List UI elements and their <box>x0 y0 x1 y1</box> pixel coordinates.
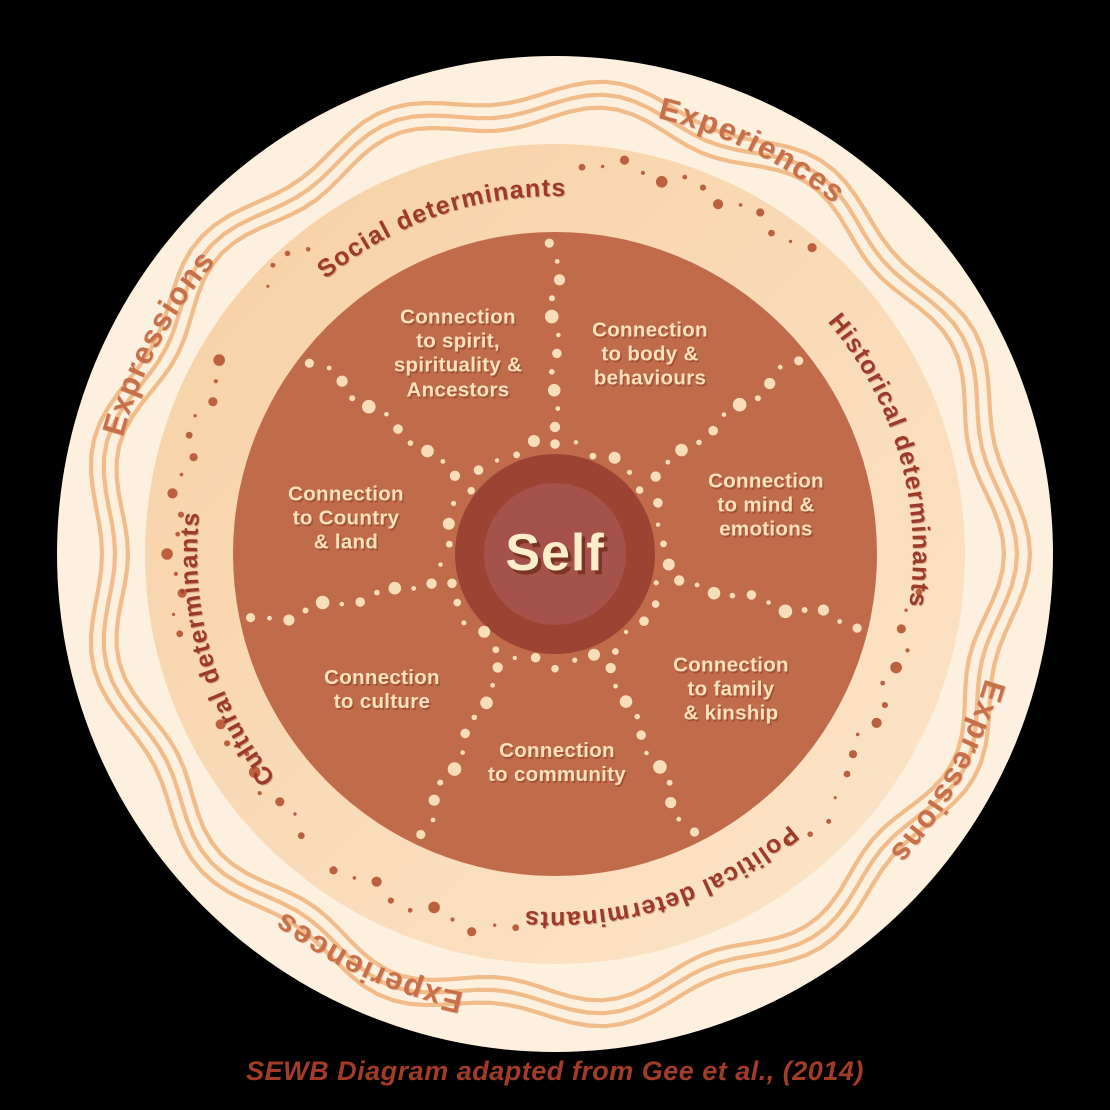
segment-divider-dots <box>246 238 862 840</box>
self-label-shadow: Self <box>509 528 608 586</box>
segment-label-country: Connection to Country & land <box>288 482 404 555</box>
self-inner-disc <box>484 483 626 625</box>
segment-label-family: Connection to family & kinship <box>673 653 789 726</box>
segment-label-culture: Connection to culture <box>324 665 440 713</box>
diagram-caption: SEWB Diagram adapted from Gee et al., (2… <box>246 1056 864 1086</box>
self-label: Self <box>505 524 604 582</box>
self-dotted-ring <box>438 435 675 673</box>
wavy-line-decoration <box>89 79 1033 1029</box>
dot-trail-decoration <box>161 155 923 937</box>
segment-label-mind: Connection to mind & emotions <box>708 469 824 542</box>
segment-label-body: Connection to body & behaviours <box>592 318 708 391</box>
segment-label-community: Connection to community <box>488 738 626 786</box>
segment-label-spirit: Connection to spirit, spirituality & Anc… <box>393 305 523 402</box>
